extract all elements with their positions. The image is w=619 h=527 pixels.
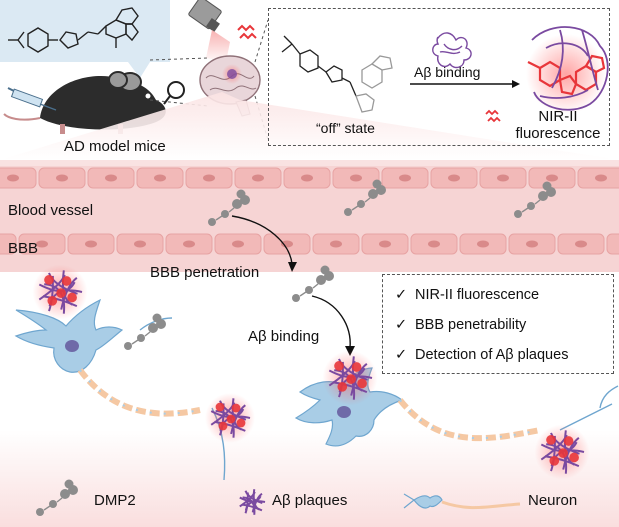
cell-nucleus	[526, 240, 538, 248]
nir-label-line1: NIR-II	[538, 108, 578, 125]
cell-nucleus	[7, 174, 19, 182]
cell-nucleus	[36, 240, 48, 248]
amyloid-plaque	[322, 350, 378, 406]
check-icon: ✓	[395, 317, 408, 333]
check-icon: ✓	[395, 347, 408, 363]
cell-nucleus	[232, 240, 244, 248]
mouse-illustration	[3, 71, 166, 134]
cell-nucleus	[379, 240, 391, 248]
endothelial-cell	[606, 233, 619, 255]
amyloid-plaque	[205, 393, 255, 443]
mechanism-inset-box	[268, 8, 610, 146]
cell-nucleus	[497, 174, 509, 182]
dmp2-probe	[514, 181, 556, 218]
dmp2-probe	[292, 265, 334, 302]
dmp2-off-structure	[281, 35, 393, 113]
cell-nucleus	[105, 174, 117, 182]
cell-nucleus	[595, 174, 607, 182]
features-checklist-box: ✓NIR-II fluorescence ✓BBB penetrability …	[382, 274, 614, 374]
dmp2-probe	[344, 179, 386, 216]
checklist-item: ✓ BBB penetrability	[395, 317, 526, 333]
cell-nucleus	[301, 174, 313, 182]
molecule-inset-background	[0, 0, 170, 78]
nir-label-line2: fluorescence	[515, 125, 601, 142]
binding-mid-label: Aβ binding	[248, 328, 320, 345]
dmp2-probe	[36, 479, 78, 516]
plaque-group	[32, 264, 590, 515]
magnifier-icon	[163, 81, 185, 105]
cell-nucleus	[154, 174, 166, 182]
binding-top-label: Aβ binding	[414, 64, 481, 80]
checklist-item-label: NIR-II fluorescence	[415, 287, 540, 303]
cell-nucleus	[428, 240, 440, 248]
tissue-zoom-cone	[0, 92, 619, 160]
endothelial-cells-bottom	[0, 233, 619, 255]
plaque-icon-top	[432, 32, 472, 69]
bbb-penetration-label: BBB penetration	[150, 264, 260, 281]
legend-plaques-label: Aβ plaques	[272, 492, 348, 509]
dmp2-bound-fluorescent	[526, 26, 609, 114]
cell-nucleus	[399, 174, 411, 182]
mouse-panel	[0, 0, 209, 134]
amyloid-plaque	[239, 489, 266, 515]
cell-nucleus	[575, 240, 587, 248]
syringe-icon	[7, 87, 57, 111]
cell-nucleus	[477, 240, 489, 248]
endothelial-cell	[0, 233, 17, 255]
cell-nucleus	[330, 240, 342, 248]
legend-probe-label: DMP2	[94, 492, 136, 509]
cell-nucleus	[252, 174, 264, 182]
nir-wave-icon	[237, 24, 257, 40]
nir-wave-icon-small-left	[485, 109, 501, 123]
cell-nucleus	[350, 174, 362, 182]
cell-nucleus	[134, 240, 146, 248]
legend-neuron-label: Neuron	[528, 492, 578, 509]
camera-icon	[188, 0, 230, 62]
blood-vessel-label: Blood vessel	[8, 202, 94, 219]
mouse-label: AD model mice	[64, 138, 166, 155]
checklist-item-label: BBB penetrability	[415, 317, 527, 333]
cell-nucleus	[448, 174, 460, 182]
dmp2-probe	[124, 313, 166, 350]
cell-nucleus	[56, 174, 68, 182]
neuron-left	[14, 298, 201, 417]
binding-arrow	[311, 295, 351, 349]
amyloid-plaque	[534, 424, 590, 480]
check-icon: ✓	[395, 287, 408, 303]
cell-nucleus	[183, 240, 195, 248]
endothelial-cells-top	[0, 167, 619, 189]
cell-nucleus	[85, 240, 97, 248]
dmp2-probe	[208, 189, 250, 226]
cell-nucleus	[546, 174, 558, 182]
cell-nucleus	[281, 240, 293, 248]
checklist-item: ✓ Detection of Aβ plaques	[395, 347, 568, 363]
amyloid-plaque	[32, 264, 88, 320]
bbb-label: BBB	[8, 240, 39, 257]
legend-neuron-icon	[403, 493, 521, 510]
checklist-item-label: Detection of Aβ plaques	[415, 347, 569, 363]
off-state-label: “off” state	[316, 120, 375, 136]
penetration-arrow	[231, 215, 293, 265]
dmp2-structure-inset	[8, 7, 139, 53]
bottom-gradient	[0, 430, 619, 527]
probe-group	[36, 179, 556, 516]
brain-illustration	[199, 55, 261, 117]
checklist-item: ✓ NIR-II fluorescence	[395, 287, 539, 303]
cell-nucleus	[203, 174, 215, 182]
